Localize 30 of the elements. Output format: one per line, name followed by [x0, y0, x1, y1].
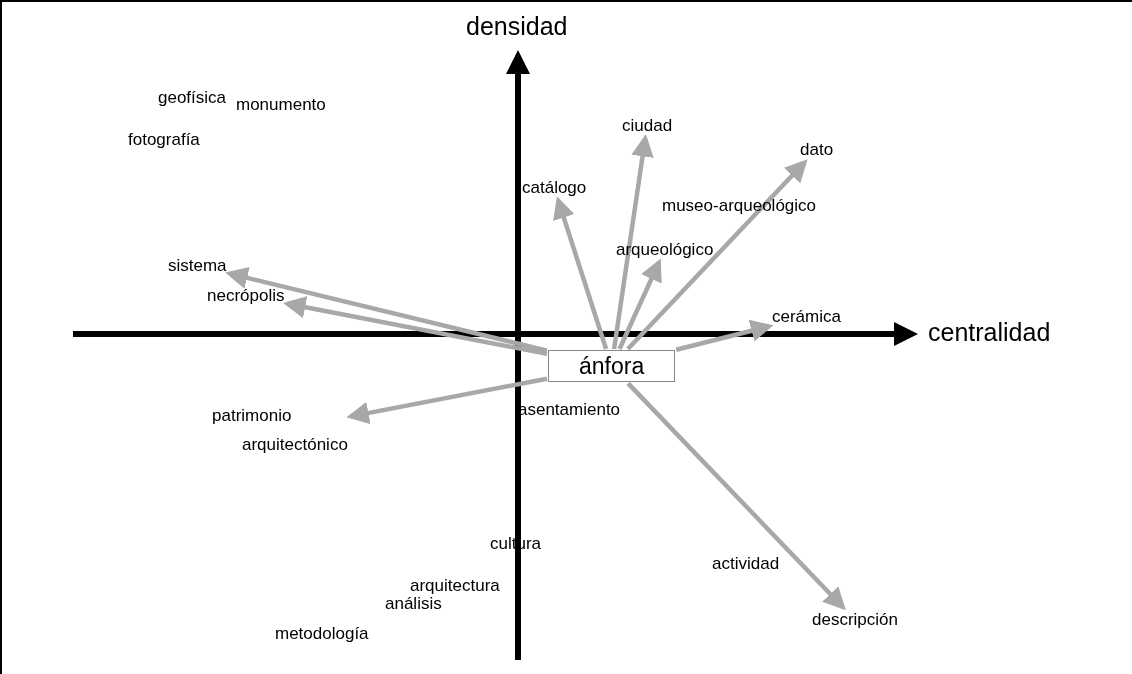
arrow [553, 196, 609, 350]
term-label: ciudad [622, 116, 673, 136]
term-label: geofísica [158, 88, 227, 108]
arrow [626, 159, 808, 351]
term-label: descripción [812, 610, 898, 630]
arrow [675, 319, 774, 352]
arrow [626, 381, 846, 611]
term-label: dato [800, 140, 834, 160]
term-label: análisis [385, 594, 442, 614]
term-box: ánfora [548, 350, 676, 383]
term-label: sistema [168, 256, 227, 276]
term-label: metodología [275, 624, 369, 644]
term-label: catálogo [522, 178, 587, 198]
axis-label: densidad [466, 12, 568, 41]
term-label: actividad [712, 554, 780, 574]
arrow [346, 376, 548, 425]
term-label: museo-arqueológico [662, 196, 817, 216]
term-label: cerámica [772, 307, 841, 327]
arrow [283, 296, 548, 356]
term-label: arqueológico [616, 240, 714, 260]
arrow [617, 258, 662, 350]
term-label: patrimonio [212, 406, 293, 426]
arrow [611, 134, 654, 350]
term-label: fotografía [128, 130, 200, 150]
term-label: arquitectura [410, 576, 500, 596]
term-label: necrópolis [207, 286, 285, 306]
term-label: arquitectónico [241, 434, 348, 455]
arrow [225, 266, 548, 353]
term-label: monumento [236, 95, 326, 115]
axis-label: centralidad [928, 318, 1051, 347]
